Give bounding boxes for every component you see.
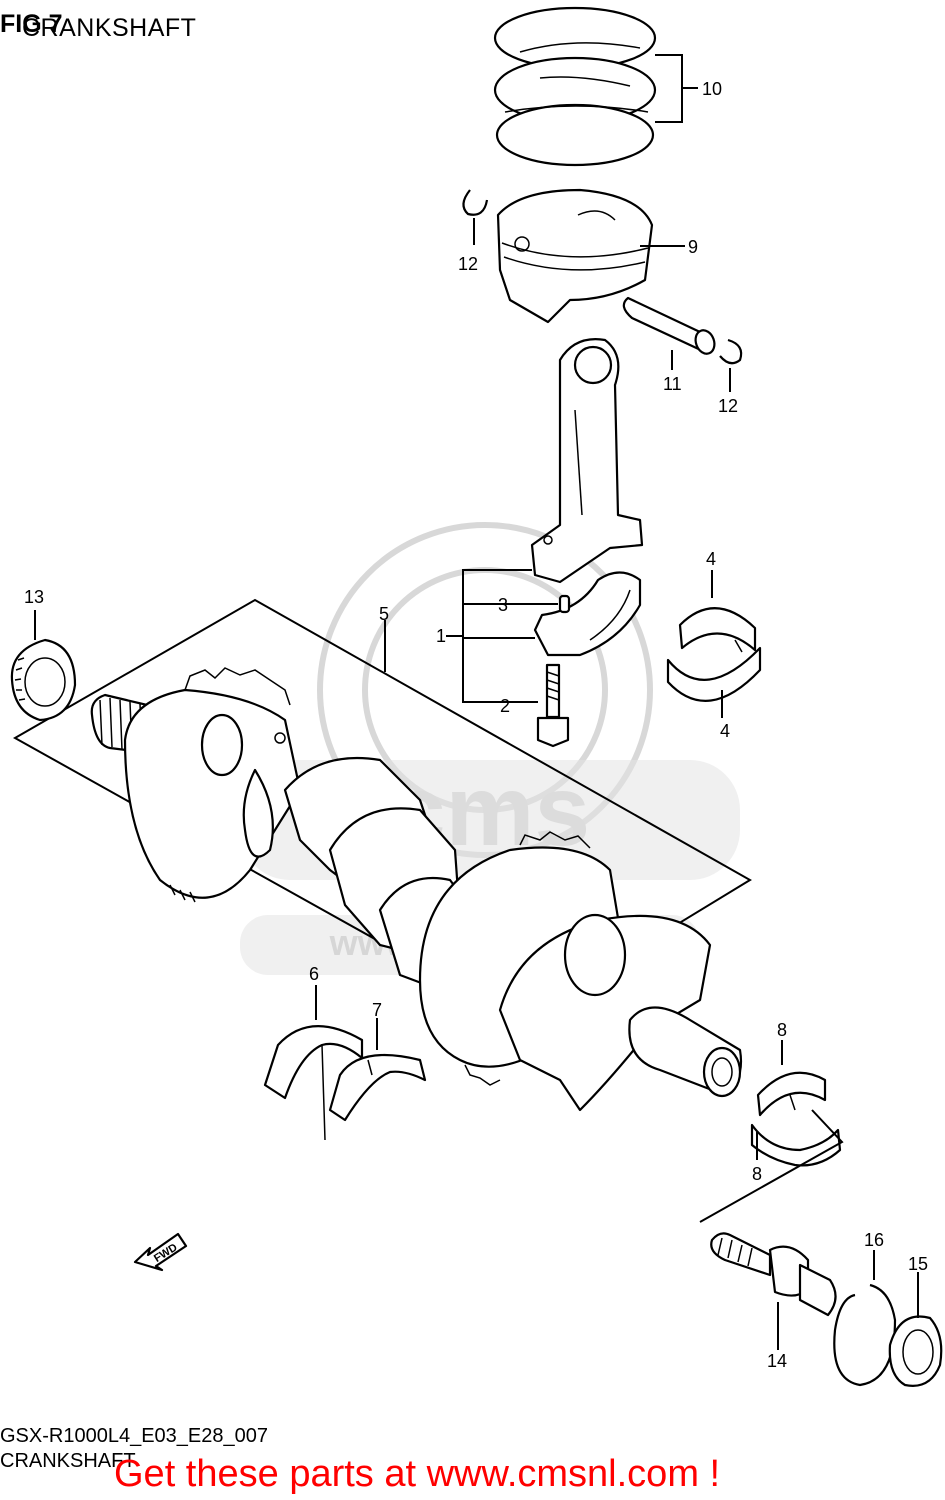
- connecting-rod: [530, 338, 644, 584]
- callout-5: 5: [379, 604, 389, 624]
- callout-12-left: 12: [458, 254, 478, 274]
- circlip: [833, 1283, 897, 1387]
- circlip-lower: [719, 338, 743, 365]
- circlip-upper: [462, 189, 489, 216]
- piston-ring-set: [493, 6, 657, 167]
- callout-12-right: 12: [718, 396, 738, 416]
- oil-seal: [888, 1315, 943, 1387]
- callout-4-top: 4: [706, 549, 716, 569]
- bolt: [710, 1232, 837, 1317]
- callout-15: 15: [908, 1254, 928, 1274]
- figure-number: FIG 7: [0, 10, 63, 38]
- dowel-pin: [558, 594, 571, 614]
- crankshaft: [90, 667, 743, 1112]
- primary-drive-gear: [10, 638, 77, 722]
- callout-2: 2: [500, 696, 510, 716]
- callout-11: 11: [663, 374, 682, 394]
- callout-10: 10: [702, 79, 722, 99]
- footer-title: CRANKSHAFT: [0, 1450, 136, 1472]
- crankshaft-frame: [12, 598, 752, 1022]
- diagram-subtitle: CRANKSHAFT: [22, 14, 197, 42]
- callout-4-bottom: 4: [720, 721, 730, 741]
- callout-16: 16: [864, 1230, 884, 1250]
- callout-1: 1: [436, 626, 446, 646]
- callout-14: 14: [767, 1351, 787, 1371]
- thrust-bearing-7: [328, 1053, 427, 1122]
- conrod-bolt: [536, 663, 570, 748]
- piston-pin: [622, 296, 716, 355]
- conrod-bearing: [666, 607, 762, 702]
- promo-link[interactable]: Get these parts at www.cmsnl.com !: [114, 1453, 721, 1495]
- callout-3: 3: [498, 595, 508, 615]
- callout-13: 13: [24, 587, 44, 607]
- piston: [496, 188, 654, 324]
- callout-6: 6: [309, 964, 319, 984]
- callout-7: 7: [372, 1000, 382, 1020]
- diagram-code: GSX-R1000L4_E03_E28_007: [0, 1425, 268, 1447]
- thrust-bearing-6: [263, 1025, 364, 1141]
- callout-labels: 1 2 3 4 4 5 6 7 8 8 9 10 11 12 12 13 14 …: [24, 79, 928, 1371]
- forward-direction-arrow: FWD: [133, 1232, 188, 1272]
- callout-9: 9: [688, 237, 698, 257]
- conrod-cap: [533, 571, 642, 657]
- callout-8-top: 8: [777, 1020, 787, 1040]
- callout-8-bottom: 8: [752, 1164, 762, 1184]
